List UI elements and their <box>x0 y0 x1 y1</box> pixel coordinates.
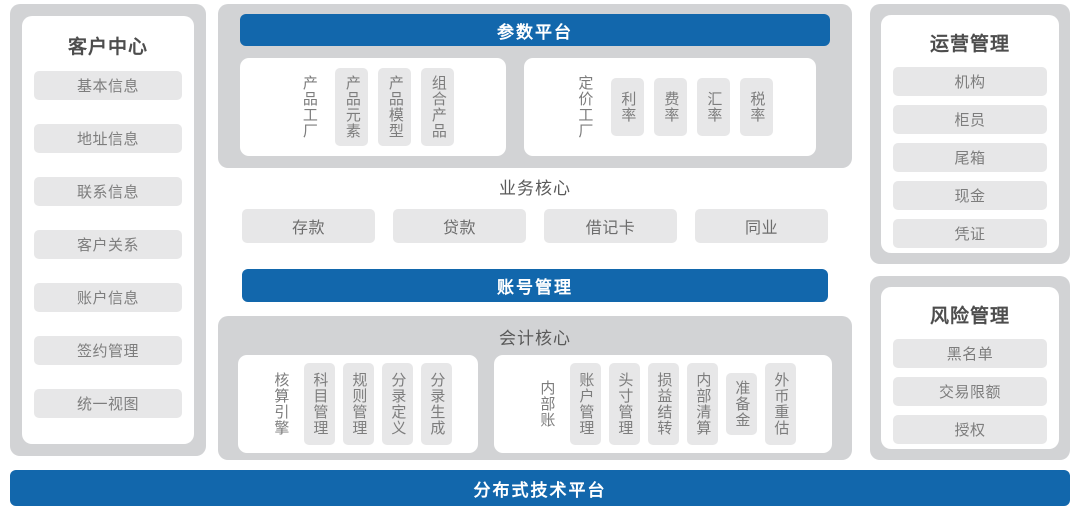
parameter-platform-title: 参数平台 <box>240 14 830 46</box>
operations-management-card: 运营管理 机构 柜员 尾箱 现金 凭证 <box>881 15 1059 253</box>
chip-entry-generation[interactable]: 分录生成 <box>420 363 452 445</box>
chip-voucher[interactable]: 凭证 <box>893 219 1047 248</box>
parameter-platform-panel: 参数平台 产品工厂 产品元素 产品模型 组合产品 定价工厂 利率 费率 汇率 税… <box>218 4 852 168</box>
chip-profit-loss-carryover[interactable]: 损益结转 <box>647 363 679 445</box>
pricing-factory-group: 定价工厂 利率 费率 汇率 税率 <box>524 58 816 156</box>
chip-deposit[interactable]: 存款 <box>242 209 375 243</box>
chip-debit-card[interactable]: 借记卡 <box>544 209 677 243</box>
customer-center-panel: 客户中心 基本信息 地址信息 联系信息 客户关系 账户信息 签约管理 统一视图 <box>10 4 206 456</box>
chip-institution[interactable]: 机构 <box>893 67 1047 96</box>
accounting-engine-label: 核算引擎 <box>272 372 290 436</box>
accounting-core-groups: 核算引擎 科目管理 规则管理 分录定义 分录生成 内部账 账户管理 头寸管理 损… <box>238 355 832 453</box>
chip-product-model[interactable]: 产品模型 <box>378 68 411 146</box>
business-core-section: 业务核心 存款 贷款 借记卡 同业 <box>218 174 852 266</box>
pricing-factory-label: 定价工厂 <box>576 75 594 139</box>
chip-transaction-limit[interactable]: 交易限额 <box>893 377 1047 406</box>
chip-account-management[interactable]: 账户管理 <box>569 363 601 445</box>
risk-management-panel: 风险管理 黑名单 交易限额 授权 <box>870 276 1070 460</box>
risk-management-card: 风险管理 黑名单 交易限额 授权 <box>881 287 1059 449</box>
accounting-engine-group: 核算引擎 科目管理 规则管理 分录定义 分录生成 <box>238 355 478 453</box>
business-core-title: 业务核心 <box>499 179 571 198</box>
list-item-basic-info[interactable]: 基本信息 <box>34 71 182 100</box>
chip-product-element[interactable]: 产品元素 <box>335 68 368 146</box>
operations-management-list: 机构 柜员 尾箱 现金 凭证 <box>881 67 1059 248</box>
business-core-list: 存款 贷款 借记卡 同业 <box>218 209 852 243</box>
parameter-platform-groups: 产品工厂 产品元素 产品模型 组合产品 定价工厂 利率 费率 汇率 税率 <box>240 58 830 156</box>
customer-center-list: 基本信息 地址信息 联系信息 客户关系 账户信息 签约管理 统一视图 <box>22 71 194 418</box>
chip-cash-box[interactable]: 尾箱 <box>893 143 1047 172</box>
chip-loan[interactable]: 贷款 <box>393 209 526 243</box>
operations-management-title: 运营管理 <box>929 34 1010 55</box>
list-item-contract-management[interactable]: 签约管理 <box>34 336 182 365</box>
chip-teller[interactable]: 柜员 <box>893 105 1047 134</box>
list-item-contact-info[interactable]: 联系信息 <box>34 177 182 206</box>
account-management-bar: 账号管理 <box>242 269 828 302</box>
chip-blacklist[interactable]: 黑名单 <box>893 339 1047 368</box>
list-item-account-info[interactable]: 账户信息 <box>34 283 182 312</box>
accounting-core-panel: 会计核心 核算引擎 科目管理 规则管理 分录定义 分录生成 内部账 账户管理 头… <box>218 316 852 460</box>
internal-ledger-group: 内部账 账户管理 头寸管理 损益结转 内部清算 准备金 外币重估 <box>494 355 832 453</box>
list-item-unified-view[interactable]: 统一视图 <box>34 389 182 418</box>
risk-management-title: 风险管理 <box>929 306 1010 327</box>
accounting-core-title: 会计核心 <box>499 329 571 348</box>
list-item-address-info[interactable]: 地址信息 <box>34 124 182 153</box>
risk-management-list: 黑名单 交易限额 授权 <box>881 339 1059 444</box>
chip-tax-rate[interactable]: 税率 <box>739 78 773 136</box>
chip-internal-settlement[interactable]: 内部清算 <box>686 363 718 445</box>
chip-combined-product[interactable]: 组合产品 <box>421 68 454 146</box>
chip-authorization[interactable]: 授权 <box>893 415 1047 444</box>
product-factory-group: 产品工厂 产品元素 产品模型 组合产品 <box>240 58 506 156</box>
internal-ledger-label: 内部账 <box>538 380 556 428</box>
customer-center-card: 客户中心 基本信息 地址信息 联系信息 客户关系 账户信息 签约管理 统一视图 <box>22 16 194 444</box>
chip-cash[interactable]: 现金 <box>893 181 1047 210</box>
list-item-customer-relation[interactable]: 客户关系 <box>34 230 182 259</box>
chip-rule-management[interactable]: 规则管理 <box>342 363 374 445</box>
chip-foreign-currency-revaluation[interactable]: 外币重估 <box>764 363 796 445</box>
customer-center-title: 客户中心 <box>67 37 148 58</box>
operations-management-panel: 运营管理 机构 柜员 尾箱 现金 凭证 <box>870 4 1070 264</box>
chip-interbank[interactable]: 同业 <box>695 209 828 243</box>
chip-subject-management[interactable]: 科目管理 <box>303 363 335 445</box>
chip-interest-rate[interactable]: 利率 <box>610 78 644 136</box>
chip-entry-definition[interactable]: 分录定义 <box>381 363 413 445</box>
center-column: 参数平台 产品工厂 产品元素 产品模型 组合产品 定价工厂 利率 费率 汇率 税… <box>218 4 852 460</box>
chip-exchange-rate[interactable]: 汇率 <box>696 78 730 136</box>
chip-position-management[interactable]: 头寸管理 <box>608 363 640 445</box>
product-factory-label: 产品工厂 <box>300 75 318 139</box>
chip-reserve-fund[interactable]: 准备金 <box>725 373 757 435</box>
distributed-tech-platform-bar: 分布式技术平台 <box>10 470 1070 506</box>
chip-fee-rate[interactable]: 费率 <box>653 78 687 136</box>
